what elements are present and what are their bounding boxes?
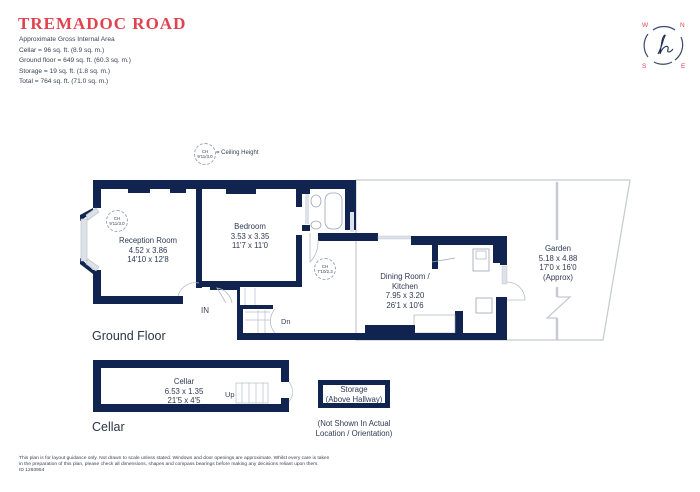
room-name: Garden	[544, 244, 571, 253]
room-note: (Approx)	[543, 272, 573, 282]
entrance-label: IN	[201, 306, 209, 315]
disclaimer: This plan is for layout guidance only. N…	[19, 456, 379, 475]
ch-text: CH	[113, 216, 121, 221]
room-metric: 3.53 x 3.35	[230, 231, 270, 241]
reception-ceiling-height-badge: CH 9'11/3.0	[106, 210, 128, 232]
room-name-2: Kitchen	[391, 281, 418, 291]
area-total: Total = 764 sq. ft. (71.0 sq. m.)	[19, 78, 109, 86]
compass-s: S	[642, 63, 647, 70]
ch-value: 9'11/3.0	[109, 221, 125, 226]
cellar-floor-label: Cellar	[92, 420, 125, 434]
area-subtitle: Approximate Gross Internal Area	[19, 36, 115, 43]
compass-w: W	[642, 22, 649, 29]
area-summary: Approximate Gross Internal Area Cellar =…	[19, 35, 131, 88]
room-note: (Above Hallway)	[325, 394, 383, 404]
ch-text: CH	[201, 149, 209, 154]
dining-ceiling-height-badge: CH 7'10/2.3	[314, 258, 336, 280]
area-storage: Storage = 19 sq. ft. (1.8 sq. m.)	[19, 67, 111, 75]
compass-n: N	[680, 22, 685, 29]
note-line-2: Location / Orientation)	[315, 428, 393, 438]
garden-label: Garden 5.18 x 4.88 17'0 x 16'0 (Approx)	[539, 244, 578, 282]
note-line-1: (Not Shown In Actual	[317, 419, 391, 428]
room-metric: 4.52 x 3.86	[128, 245, 168, 255]
room-name: Reception Room	[118, 236, 178, 245]
reception-room-label: Reception Room 4.52 x 3.86 14'10 x 12'8	[119, 236, 177, 265]
plan-id: ID 1293954	[19, 468, 45, 474]
room-imperial: 11'7 x 11'0	[231, 241, 269, 251]
room-metric: 5.18 x 4.88	[538, 253, 578, 263]
disclaimer-line-1: This plan is for layout guidance only. N…	[19, 456, 330, 461]
room-metric: 6.53 x 1.35	[164, 386, 204, 396]
ceiling-height-legend-label: = Ceiling Height	[216, 150, 259, 156]
room-name: Storage	[340, 385, 368, 394]
ceiling-height-legend-badge: CH 9'11/3.0	[194, 143, 216, 165]
room-metric: 7.95 x 3.20	[385, 291, 425, 301]
compass-e: E	[681, 63, 686, 70]
bedroom-label: Bedroom 3.53 x 3.35 11'7 x 11'0	[231, 222, 270, 251]
ch-text: CH	[321, 264, 329, 269]
room-imperial: 14'10 x 12'8	[127, 255, 169, 265]
property-title: TREMADOC ROAD	[18, 14, 187, 33]
stairs-down-label: Dn	[281, 317, 291, 326]
room-imperial: 26'1 x 10'6	[386, 300, 424, 310]
room-name: Cellar	[173, 377, 195, 386]
dining-kitchen-label: Dining Room / Kitchen 7.95 x 3.20 26'1 x…	[380, 272, 429, 310]
storage-location-note: (Not Shown In Actual Location / Orientat…	[316, 419, 393, 438]
room-name: Bedroom	[234, 222, 266, 231]
room-imperial: 21'5 x 4'5	[167, 396, 201, 406]
area-cellar: Cellar = 96 sq. ft. (8.9 sq. m.)	[19, 46, 105, 54]
stairs-up-label: Up	[225, 390, 235, 399]
area-ground-floor: Ground floor = 649 sq. ft. (60.3 sq. m.)	[19, 57, 131, 65]
disclaimer-line-2: in the preparation of this plan, please …	[19, 462, 319, 468]
storage-label: Storage (Above Hallway)	[326, 385, 383, 404]
ground-floor-label: Ground Floor	[92, 329, 166, 343]
compass-icon: W N S E	[636, 17, 692, 73]
ch-value: 9'11/3.0	[197, 154, 213, 159]
cellar-room-label: Cellar 6.53 x 1.35 21'5 x 4'5	[165, 377, 204, 406]
room-imperial: 17'0 x 16'0	[539, 263, 577, 273]
ch-value: 7'10/2.3	[317, 269, 333, 274]
room-name: Dining Room /	[380, 272, 430, 281]
